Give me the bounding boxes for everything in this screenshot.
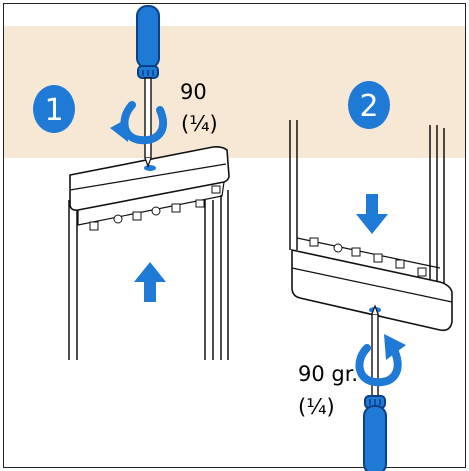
step-1-top-cap <box>69 146 230 231</box>
step-1-angle-label: 90 <box>180 80 207 104</box>
step-2-frame-rails <box>289 120 445 290</box>
step-2-badge: 2 <box>348 81 390 129</box>
step-1-rotate-arrow-icon <box>110 101 168 145</box>
step-2-fraction-label: (¼) <box>298 395 335 419</box>
step-1-screwdriver-icon <box>136 5 160 168</box>
step-2-clips <box>296 237 441 277</box>
step-1-panel: 1 90 (¼) <box>33 5 230 360</box>
outer-frame <box>3 3 466 468</box>
step-2-panel: 2 90 gr. (¼) <box>289 81 453 471</box>
step-2-number: 2 <box>359 89 378 124</box>
step-2-rotate-arrow-icon <box>355 334 406 387</box>
step-2-arrow-down-icon <box>356 194 388 234</box>
step-1-arrow-up-icon <box>134 262 166 302</box>
step-2-angle-label: 90 gr. <box>298 362 358 386</box>
step-1-number: 1 <box>44 93 63 128</box>
background-band <box>3 26 466 158</box>
step-1-frame-rails <box>68 190 229 360</box>
step-2-bottom-cap <box>291 249 453 332</box>
step-1-badge: 1 <box>33 85 75 133</box>
step-2-screwdriver-icon <box>363 304 387 471</box>
step-1-screw-hole <box>144 165 156 171</box>
step-1-fraction-label: (¼) <box>181 112 218 136</box>
